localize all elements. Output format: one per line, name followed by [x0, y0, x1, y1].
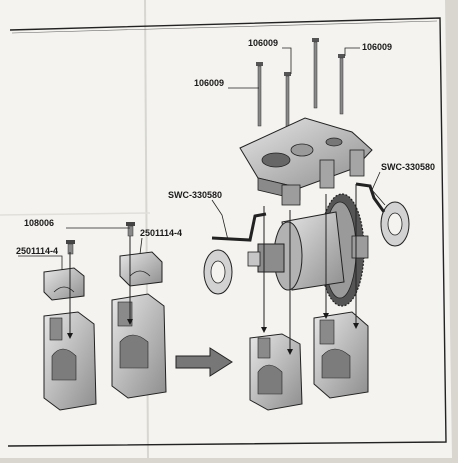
fold-line: [0, 212, 151, 216]
label-cap-right: 2501114-4: [140, 228, 182, 238]
top-plate: [239, 117, 373, 206]
label-shim-left: SWC-330580: [168, 190, 222, 200]
bulkhead-left-lower: [249, 333, 303, 411]
label-shim-right: SWC-330580: [381, 162, 435, 172]
bearing-cap-left: [43, 267, 85, 301]
shim-left: [203, 249, 233, 295]
label-screw-top-left: 106009: [248, 38, 278, 48]
bearing-cap-right: [119, 251, 163, 287]
label-cap-left: 2501114-4: [16, 246, 58, 256]
screw-long-4: [338, 54, 345, 115]
label-screw-small: 108006: [24, 218, 54, 228]
leader-line: [344, 47, 360, 56]
leader-line: [282, 47, 292, 74]
shim-right: [380, 201, 410, 247]
leader-line: [211, 199, 229, 241]
connector-line: [211, 212, 267, 242]
connector-line: [355, 182, 386, 213]
label-screw-mid-left: 106009: [194, 78, 224, 88]
bulkhead-right-lower: [313, 311, 369, 399]
page-border: [7, 17, 447, 447]
screw-long-3: [312, 38, 319, 109]
differential-case: [247, 211, 369, 291]
label-screw-top-right: 106009: [362, 42, 392, 52]
leader-line: [139, 237, 143, 255]
bulkhead-right-assembly: [111, 293, 167, 399]
page-border-inner: [11, 20, 438, 34]
step-arrow-icon: [175, 347, 233, 377]
bulkhead-left-assembly: [43, 311, 97, 411]
screw-long-1: [256, 62, 263, 127]
leader-line: [18, 255, 63, 270]
